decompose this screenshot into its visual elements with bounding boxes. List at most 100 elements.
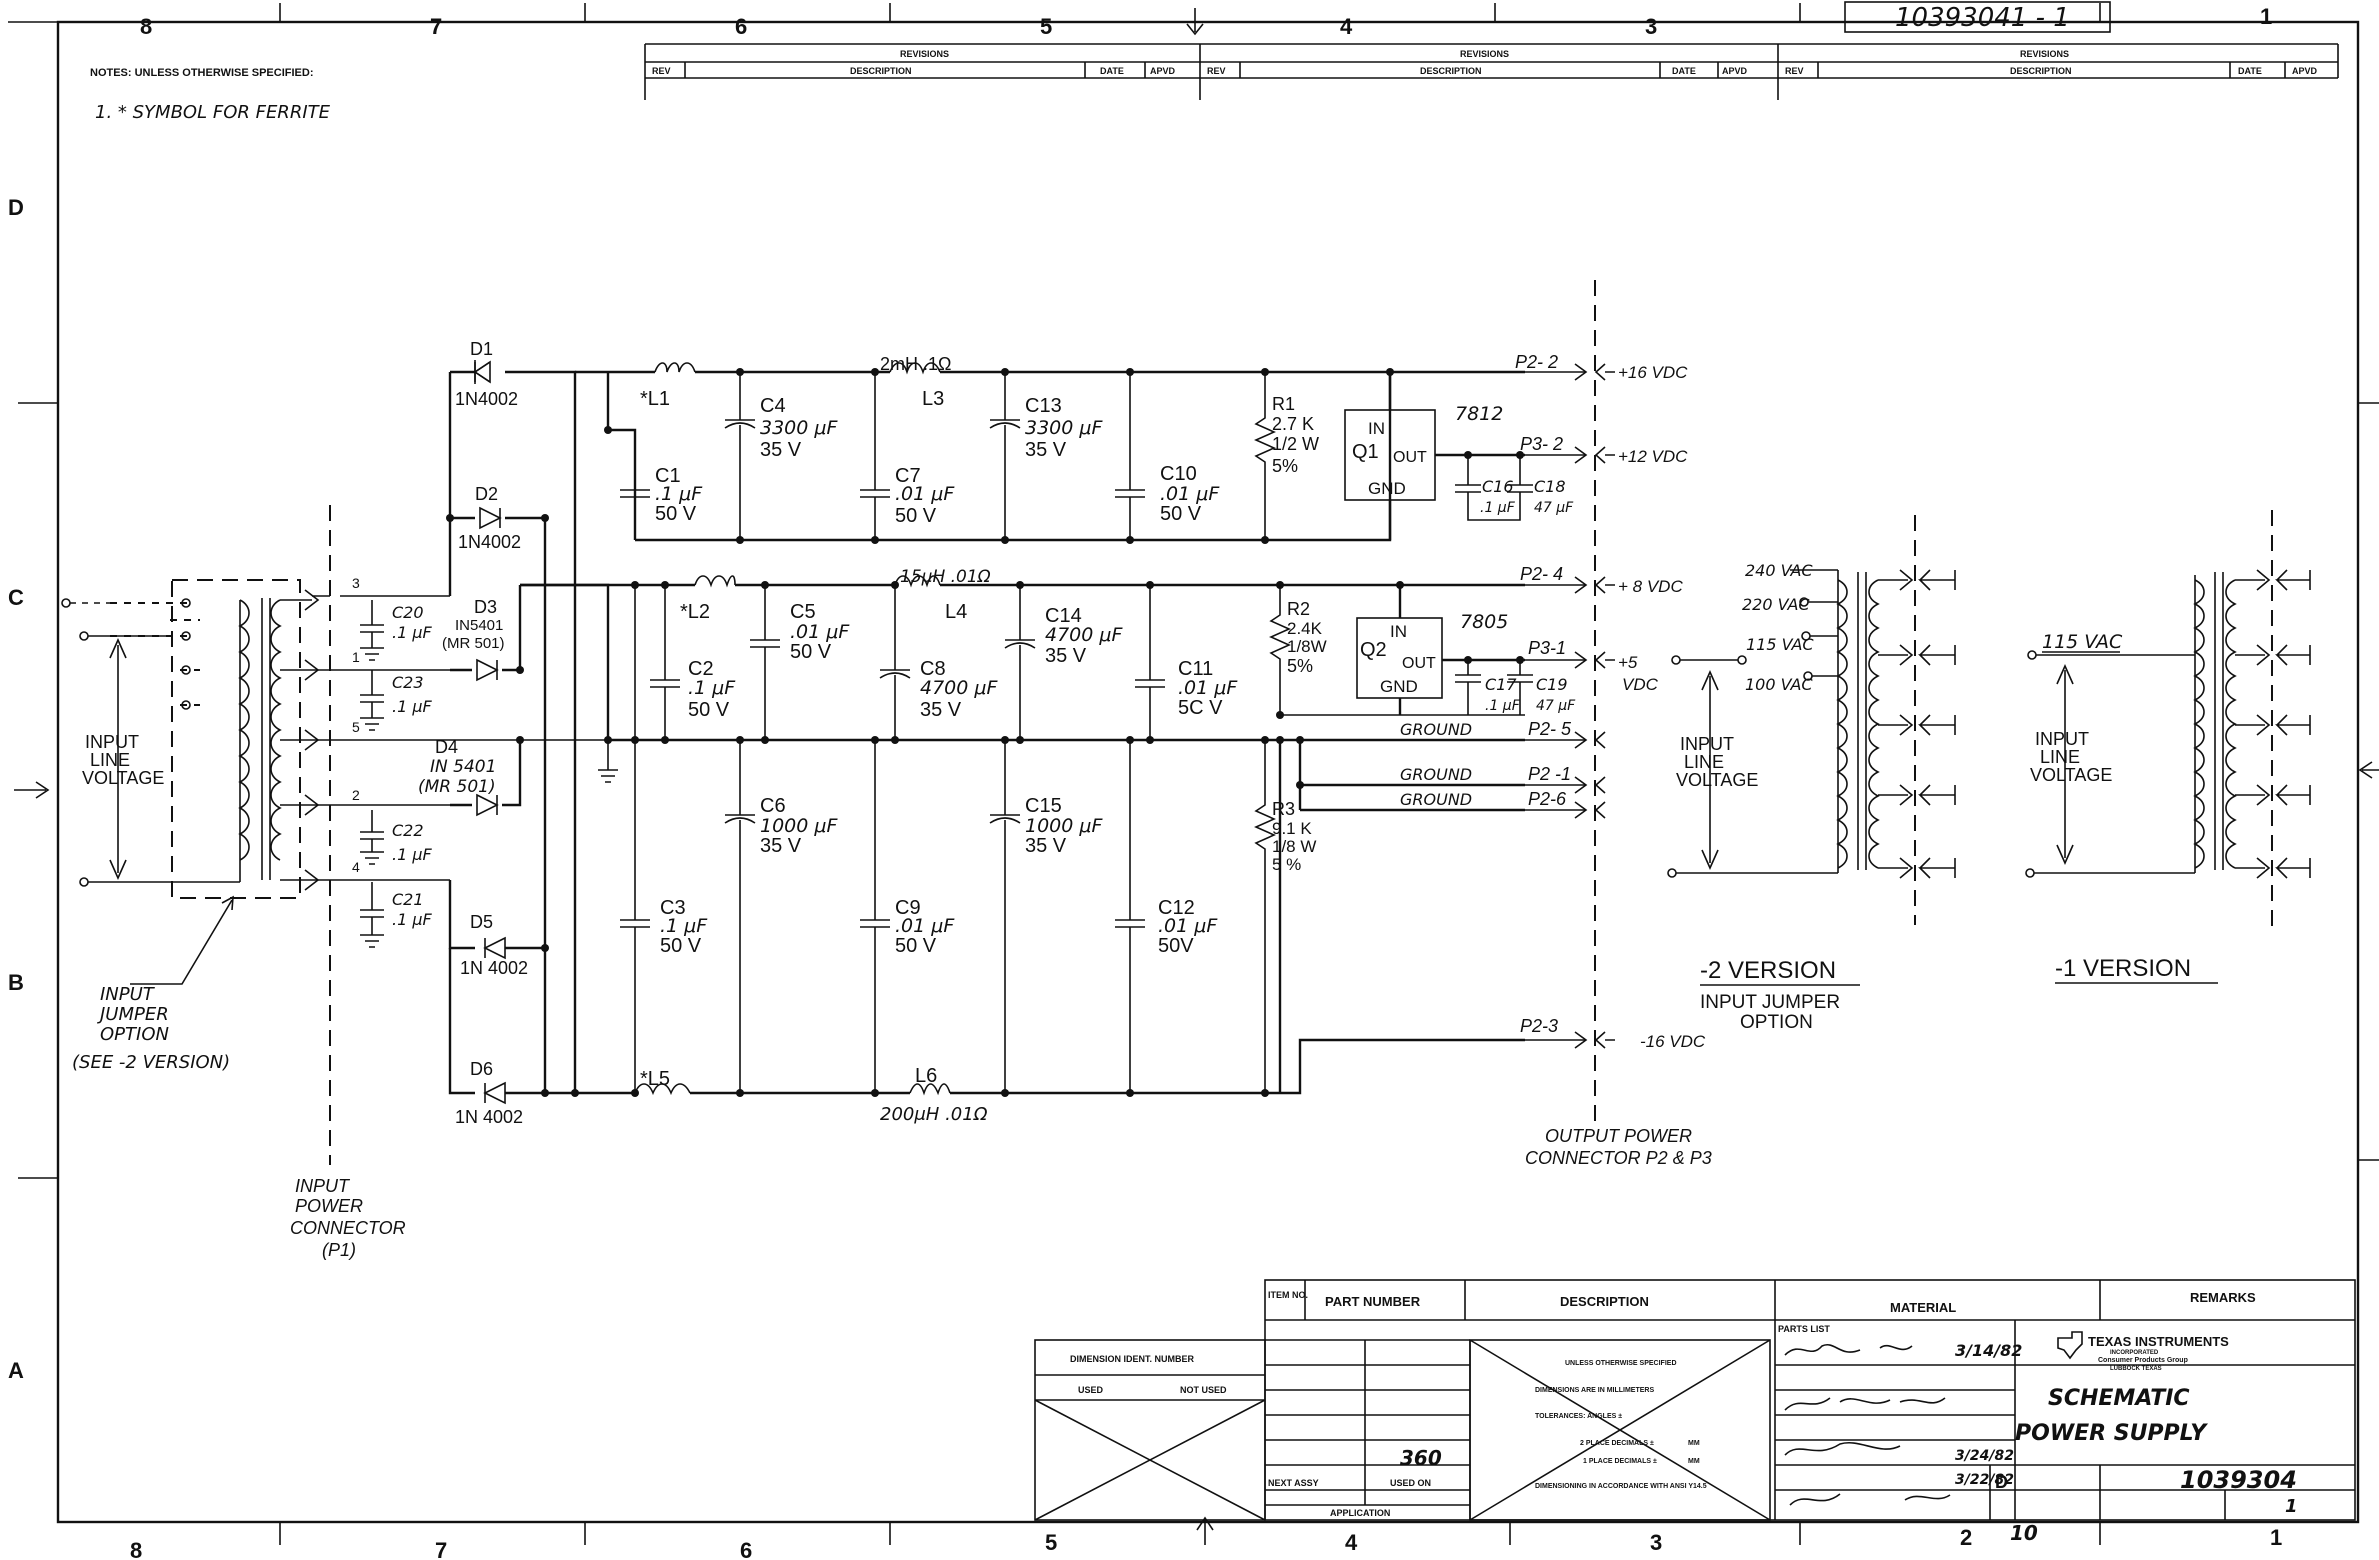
grid-col-bottom-2: 2: [1960, 1525, 1972, 1550]
pin-3: 3: [352, 575, 360, 591]
rev-col-apvd: APVD: [1150, 66, 1176, 76]
r2-label: R2: [1287, 599, 1310, 619]
drawing-size: D: [1995, 1472, 2008, 1492]
tol-mm-2: MM: [1688, 1458, 1700, 1465]
p2-2-label: P2- 2: [1515, 352, 1558, 372]
ti-logo-icon: [2057, 1331, 2083, 1360]
c13-rating: 35 V: [1025, 439, 1067, 461]
r2-watt: 1/8W: [1287, 637, 1327, 656]
l2-label: *L2: [680, 601, 710, 623]
output-pins: P2- 2 +16 VDC P3- 2 +12 VDC P2- 4 + 8 VD…: [1515, 352, 1712, 1168]
c1-value: .1 μF: [655, 483, 703, 505]
see-version-label: (SEE -2 VERSION): [72, 1052, 230, 1073]
diode-network: D1 1N4002 D2 1N4002 D3 IN5401 (MR 501) D…: [418, 339, 610, 1127]
inductors: *L1 2mH .1Ω L3 *L2 15μH .01Ω L4 *L5 L6 2…: [634, 354, 991, 1125]
r3-label: R3: [1272, 799, 1295, 819]
d4-alt: (MR 501): [418, 777, 496, 797]
p1-pins: 3 1 5 2 4: [312, 575, 870, 881]
l4-value: 15μH .01Ω: [900, 567, 991, 587]
c4-value: 3300 μF: [760, 417, 838, 439]
p2-3-label: P2-3: [1520, 1016, 1558, 1036]
input-connector-label: INPUT POWER CONNECTOR (P1): [290, 1176, 406, 1260]
d4-value: IN 5401: [430, 757, 496, 777]
tol-1: UNLESS OTHERWISE SPECIFIED: [1565, 1360, 1677, 1367]
tol-3: TOLERANCES: ANGLES ±: [1535, 1413, 1622, 1420]
p2-4-label: P2- 4: [1520, 564, 1563, 584]
version-2-sub2: OPTION: [1740, 1012, 1813, 1033]
d1-value: 1N4002: [455, 389, 518, 409]
grid-col-7: 7: [430, 14, 442, 39]
q2-label: Q2: [1360, 639, 1387, 661]
grid-col-bottom-8: 8: [130, 1538, 142, 1560]
c17-value: .1 μF: [1485, 698, 1521, 714]
grid-col-bottom-1: 1: [2270, 1525, 2282, 1550]
company-name: TEXAS INSTRUMENTS: [2088, 1334, 2229, 1349]
c4-label: C4: [760, 395, 786, 417]
c20-label: C20: [392, 603, 424, 622]
c4-rating: 35 V: [760, 439, 802, 461]
version-1-label: -1 VERSION: [2055, 955, 2191, 982]
tol-5: 1 PLACE DECIMALS ±: [1583, 1458, 1657, 1465]
d3-label: D3: [474, 597, 497, 617]
c12-value: .01 μF: [1158, 915, 1218, 937]
rev-col-apvd-3: APVD: [2292, 66, 2318, 76]
v2-input-line-3: VOLTAGE: [1676, 770, 1758, 790]
pin-5: 5: [352, 719, 360, 735]
grid-col-4: 4: [1340, 14, 1353, 39]
c17-label: C17: [1485, 675, 1517, 694]
next-assy-label: NEXT ASSY: [1268, 1478, 1319, 1488]
output-conn-2: CONNECTOR P2 & P3: [1525, 1148, 1712, 1168]
c11-label: C11: [1178, 658, 1213, 680]
version-2-jumper: 240 VAC 220 VAC 115 VAC 100 VAC INPUT LI…: [1667, 515, 1956, 1033]
d2-label: D2: [475, 484, 498, 504]
version-1-jumper: 115 VAC INPUT LINE VOLTAGE -1 VERSION: [2025, 510, 2311, 984]
tol-6: DIMENSIONING IN ACCORDANCE WITH ANSI Y14…: [1535, 1483, 1707, 1490]
c12-rating: 50V: [1158, 935, 1194, 957]
rev-col-date-2: DATE: [1672, 66, 1696, 76]
pin-1: 1: [352, 649, 360, 665]
rev-col-date: DATE: [1100, 66, 1124, 76]
revisions-title-1: REVISIONS: [900, 49, 949, 59]
tol-2: DIMENSIONS ARE IN MILLIMETERS: [1535, 1387, 1654, 1394]
l3-label: L3: [922, 388, 944, 410]
input-filter-caps: C20 .1 μF C23 .1 μF C22 .1 μF C21 .1 μF: [360, 600, 433, 948]
grid-row-a: A: [8, 1358, 24, 1383]
application-label: APPLICATION: [1330, 1508, 1390, 1518]
v1-input-line-3: VOLTAGE: [2030, 765, 2112, 785]
c10-label: C10: [1160, 463, 1197, 485]
title-block: ITEM NO. PART NUMBER DESCRIPTION MATERIA…: [1034, 1279, 2356, 1545]
c14-value: 4700 μF: [1045, 624, 1123, 646]
grid-row-c: C: [8, 585, 24, 610]
c2-label: C2: [688, 658, 714, 680]
col-material: MATERIAL: [1890, 1300, 1956, 1315]
out-5v-unit: VDC: [1622, 675, 1659, 694]
grid-col-5: 5: [1040, 14, 1052, 39]
revisions-block: REVISIONS REVISIONS REVISIONS REV DESCRI…: [644, 43, 2339, 100]
capacitors-upper: C4 3300 μF 35 V C1 .1 μF 50 V C7 .01 μF …: [620, 368, 1220, 544]
r3-value: 9.1 K: [1272, 819, 1312, 838]
p2-5-label: P2- 5: [1528, 719, 1572, 739]
q2-in: IN: [1390, 622, 1407, 641]
c5-rating: 50 V: [790, 641, 832, 663]
p2-1-label: P2 -1: [1528, 764, 1571, 784]
q1-out: OUT: [1393, 449, 1427, 466]
note-1: 1. * SYMBOL FOR FERRITE: [95, 102, 331, 123]
r1-watt: 1/2 W: [1272, 434, 1319, 454]
input-conn-1: INPUT: [295, 1176, 351, 1196]
c22-value: .1 μF: [392, 845, 433, 864]
version-2-sub1: INPUT JUMPER: [1700, 992, 1840, 1013]
output-conn-1: OUTPUT POWER: [1545, 1126, 1692, 1146]
rev-col-rev-2: REV: [1207, 66, 1226, 76]
grid-col-bottom-3: 3: [1650, 1530, 1662, 1555]
out-5v: +5: [1618, 653, 1638, 672]
input-section: INPUT LINE VOLTAGE INPUT JUMPER OPTION (…: [61, 579, 320, 1073]
c19-value: 47 μF: [1536, 698, 1576, 714]
input-line-label: INPUT: [85, 732, 139, 752]
r1-value: 2.7 K: [1272, 414, 1314, 434]
used-label: USED: [1078, 1385, 1104, 1395]
grid-col-bottom-5: 5: [1045, 1530, 1057, 1555]
c3-rating: 50 V: [660, 935, 702, 957]
r3-tol: 5 %: [1272, 855, 1301, 874]
v2-input-line-2: LINE: [1684, 752, 1724, 772]
drawing-scale: 10: [2010, 1521, 2038, 1545]
